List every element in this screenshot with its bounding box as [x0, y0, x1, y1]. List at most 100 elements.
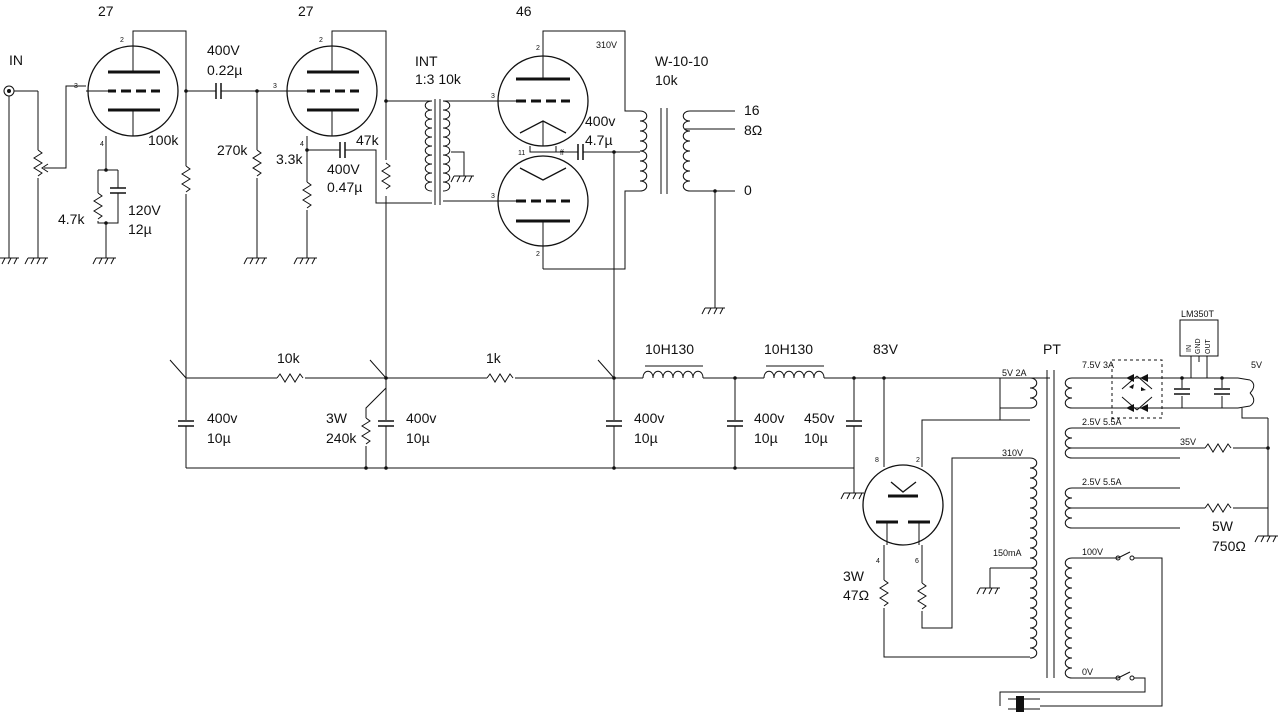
c-output-voltage-label: 400v [585, 113, 615, 129]
svg-text:ff: ff [560, 150, 564, 157]
opt-name-label: W-10-10 [655, 53, 709, 69]
w-5v2a-label: 5V 2A [1002, 368, 1027, 378]
r-dropper-1k-label: 1k [486, 350, 502, 366]
svg-text:3: 3 [491, 193, 495, 200]
reg-label: LM350T [1181, 309, 1215, 319]
c-cathode-value-label: 12µ [128, 221, 152, 237]
svg-text:3: 3 [74, 83, 78, 90]
w-0v-label: 0V [1082, 667, 1093, 677]
svg-text:3: 3 [491, 93, 495, 100]
pt-label: PT [1043, 341, 1061, 357]
v2-tube [286, 45, 378, 137]
cf4-value-label: 10µ [754, 430, 778, 446]
svg-text:11: 11 [518, 150, 525, 157]
int-ratio-label: 1:3 10k [415, 71, 462, 87]
r-grid-270k-label: 270k [217, 142, 248, 158]
c-coupling-voltage-label: 400V [207, 42, 240, 58]
out-5v-label: 5V [1251, 360, 1262, 370]
w-25v55a-2-label: 2.5V 5.5A [1082, 477, 1122, 487]
c-cathode-voltage-label: 120V [128, 202, 161, 218]
mains-plug-icon [1008, 696, 1040, 712]
r-fil-value-label: 47Ω [843, 587, 869, 603]
v2-type-label: 27 [298, 3, 314, 19]
v2-plate-resistor-47k [379, 160, 393, 196]
reg-out-label: OUT [1205, 339, 1212, 355]
v1-tube [86, 45, 179, 137]
choke-2-label: 10H130 [764, 341, 813, 357]
tap-16-label: 16 [744, 102, 760, 118]
rectifier-tube [862, 378, 1030, 546]
coupling-cap-022u [215, 82, 290, 265]
w-310v-label: 310V [1002, 448, 1023, 458]
v2-plate-wiring [331, 30, 432, 378]
opt-impedance-label: 10k [655, 72, 679, 88]
cf2-value-label: 10µ [406, 430, 430, 446]
reg-gnd-label: GND [1195, 338, 1202, 354]
choke-1-label: 10H130 [645, 341, 694, 357]
svg-text:2: 2 [319, 37, 323, 44]
cf5-voltage-label: 450v [804, 410, 834, 426]
svg-text:4: 4 [300, 141, 304, 148]
power-transformer [976, 370, 1279, 679]
svg-text:4: 4 [100, 141, 104, 148]
reg-in-label: IN [1186, 345, 1193, 352]
c-coupling-value-label: 0.22µ [207, 62, 242, 78]
r-750-watt-label: 5W [1212, 518, 1234, 534]
v1-type-label: 27 [98, 3, 114, 19]
cf5-value-label: 10µ [804, 430, 828, 446]
b-plus-rail [169, 359, 1050, 500]
v3-upper-tube [497, 46, 589, 147]
interstage-transformer [424, 99, 500, 205]
v3-plate-wiring [529, 30, 640, 378]
r-cathode-3k3-label: 3.3k [276, 151, 303, 167]
r-fil-watt-label: 3W [843, 568, 865, 584]
svg-text:2: 2 [536, 45, 540, 52]
volume-potentiometer [24, 85, 86, 265]
c-bypass-voltage-label: 400V [327, 161, 360, 177]
mains-switches [999, 551, 1163, 707]
b310-label: 310V [596, 40, 617, 50]
c-output-value-label: 4.7µ [585, 132, 613, 148]
input-jack [0, 85, 38, 265]
cf3-voltage-label: 400v [634, 410, 664, 426]
svg-text:6: 6 [915, 558, 919, 565]
svg-text:4: 4 [876, 558, 880, 565]
cf1-voltage-label: 400v [207, 410, 237, 426]
int-name-label: INT [415, 53, 438, 69]
rectifier-type-label: 83V [873, 341, 899, 357]
rectifier-filament-resistors [879, 457, 1030, 658]
input-label: IN [9, 52, 23, 68]
svg-text:2: 2 [916, 457, 920, 464]
svg-text:8: 8 [875, 457, 879, 464]
r-plate-47k-label: 47k [356, 132, 380, 148]
bridge-rectifier [1111, 359, 1163, 419]
w-150ma-label: 150mA [993, 548, 1022, 558]
svg-text:2: 2 [120, 37, 124, 44]
tap-8-label: 8Ω [744, 122, 762, 138]
v1-cathode-network [92, 136, 127, 265]
v3-lower-tube [497, 155, 589, 269]
r-bleeder-watt-label: 3W [326, 410, 348, 426]
r-dropper-10k-label: 10k [277, 350, 301, 366]
svg-text:3: 3 [273, 83, 277, 90]
r-750-value-label: 750Ω [1212, 538, 1246, 554]
cf4-voltage-label: 400v [754, 410, 784, 426]
r-cathode-4k7-label: 4.7k [58, 211, 85, 227]
regulator-lm350t [1162, 319, 1268, 419]
r-plate-100k-label: 100k [148, 132, 179, 148]
output-transformer [639, 108, 735, 315]
tap-0-label: 0 [744, 182, 752, 198]
svg-text:2: 2 [536, 251, 540, 258]
w-100v-label: 100V [1082, 547, 1103, 557]
cf2-voltage-label: 400v [406, 410, 436, 426]
c-bypass-value-label: 0.47µ [327, 179, 362, 195]
cf1-value-label: 10µ [207, 430, 231, 446]
v2-cathode-network [293, 136, 432, 265]
r-bleeder-value-label: 240k [326, 430, 357, 446]
v3-type-label: 46 [516, 3, 532, 19]
w-35v-label: 35V [1180, 437, 1196, 447]
cf3-value-label: 10µ [634, 430, 658, 446]
v1-plate-wiring [132, 30, 216, 378]
w-75v3a-label: 7.5V 3A [1082, 360, 1114, 370]
